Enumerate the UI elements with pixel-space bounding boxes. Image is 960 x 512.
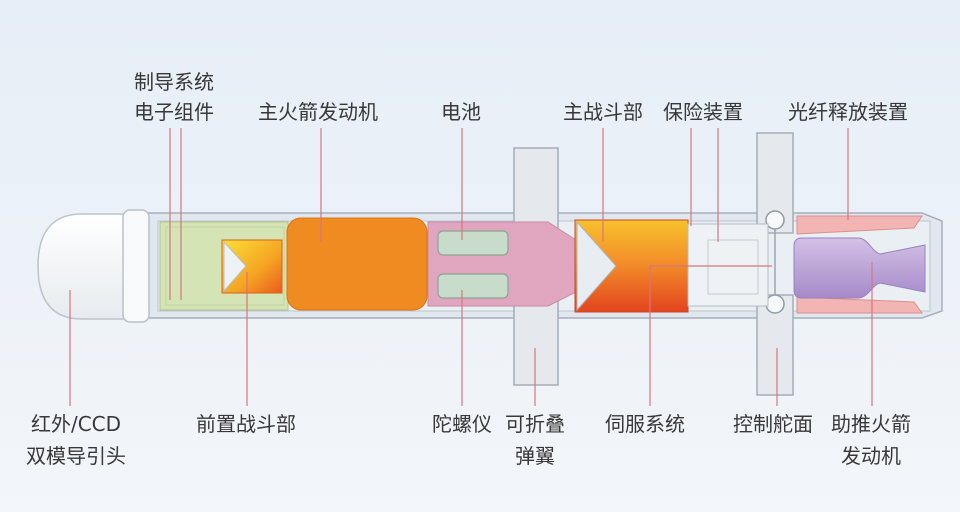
gyroscope-unit: [437, 273, 509, 299]
label-boost-motor-line2: 发动机: [841, 444, 901, 468]
fiber-optic-release-bottom: [796, 296, 923, 314]
label-main-warhead: 主战斗部: [563, 100, 643, 124]
guidance-electronics-board: [165, 226, 285, 306]
label-gyroscope: 陀螺仪: [432, 412, 492, 436]
control-fin-pivot-top: [765, 210, 785, 230]
label-safety-device: 保险装置: [663, 100, 743, 124]
label-guidance-electronics: 制导系统 电子组件: [134, 67, 214, 127]
seeker-ring: [122, 209, 150, 323]
label-fiber-optic-release: 光纤释放装置: [788, 100, 908, 124]
precursor-warhead-liner: [223, 240, 247, 293]
label-battery: 电池: [441, 100, 481, 124]
label-seeker-line2: 双模导引头: [26, 444, 126, 468]
label-boost-motor: 助推火箭 发动机: [821, 408, 921, 472]
label-control-surfaces: 控制舵面: [733, 412, 813, 436]
label-boost-motor-line1: 助推火箭: [831, 412, 911, 436]
seeker-dome: [37, 213, 131, 320]
battery-cell: [437, 230, 509, 256]
label-guidance-electronics-line1: 制导系统: [134, 70, 214, 94]
leader-lines: [69, 128, 873, 406]
label-servo-system: 伺服系统: [605, 412, 685, 436]
label-precursor-warhead: 前置战斗部: [196, 412, 296, 436]
safety-device: [687, 223, 769, 307]
safety-device-inner: [707, 239, 759, 295]
control-fins: [756, 132, 794, 396]
label-seeker-line1: 红外/CCD: [30, 412, 122, 436]
label-folding-wings: 可折叠 弹翼: [495, 408, 575, 472]
label-folding-wings-line2: 弹翼: [515, 444, 555, 468]
label-folding-wings-line1: 可折叠: [505, 412, 565, 436]
main-rocket-motor: [286, 217, 428, 311]
boost-motor: [793, 237, 926, 299]
control-fin-pivot-bottom: [765, 294, 785, 314]
main-warhead-liner: [576, 220, 617, 312]
label-seeker: 红外/CCD 双模导引头: [16, 408, 136, 472]
label-guidance-electronics-line2: 电子组件: [134, 100, 214, 124]
fiber-optic-release-top: [796, 215, 923, 235]
label-main-rocket-motor: 主火箭发动机: [258, 100, 378, 124]
